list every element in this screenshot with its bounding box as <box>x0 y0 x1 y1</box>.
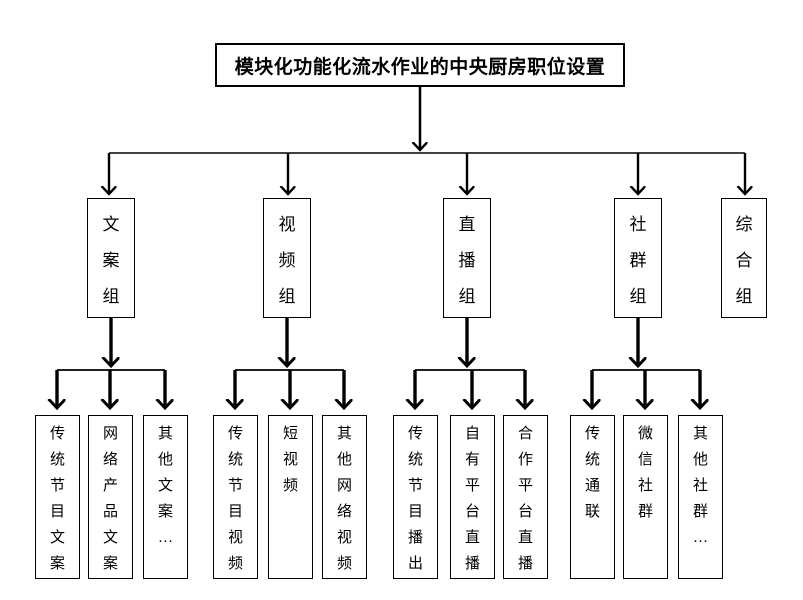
child-node-other-copy: 其 他 文 案 … <box>143 415 188 579</box>
group-node-copy: 文 案 组 <box>87 198 135 318</box>
child-node-wechat-community: 微 信 社 群 <box>623 415 668 579</box>
child-node-traditional-program-broadcast: 传 统 节 目 播 出 <box>393 415 438 579</box>
root-connector <box>109 87 745 194</box>
child-node-traditional-liaison: 传 统 通 联 <box>570 415 615 579</box>
group-node-video: 视 频 组 <box>263 198 311 318</box>
group-connectors-live <box>415 318 525 408</box>
child-node-online-product-copy: 网 络 产 品 文 案 <box>88 415 133 579</box>
group-connectors-video <box>235 318 344 408</box>
child-node-own-platform-live: 自 有 平 台 直 播 <box>450 415 495 579</box>
child-node-short-video: 短 视 频 <box>268 415 313 579</box>
child-node-traditional-program-copy: 传 统 节 目 文 案 <box>35 415 80 579</box>
root-node: 模块化功能化流水作业的中央厨房职位设置 <box>215 43 625 87</box>
child-node-traditional-program-video: 传 统 节 目 视 频 <box>213 415 258 579</box>
child-node-other-online-video: 其 他 网 络 视 频 <box>322 415 367 579</box>
group-node-community: 社 群 组 <box>614 198 662 318</box>
child-node-other-community: 其 他 社 群 … <box>678 415 723 579</box>
group-connectors-copy <box>57 318 165 408</box>
group-node-general: 综 合 组 <box>721 198 767 318</box>
child-node-partner-platform-live: 合 作 平 台 直 播 <box>503 415 548 579</box>
group-node-live: 直 播 组 <box>443 198 491 318</box>
group-connectors-community <box>592 318 700 408</box>
